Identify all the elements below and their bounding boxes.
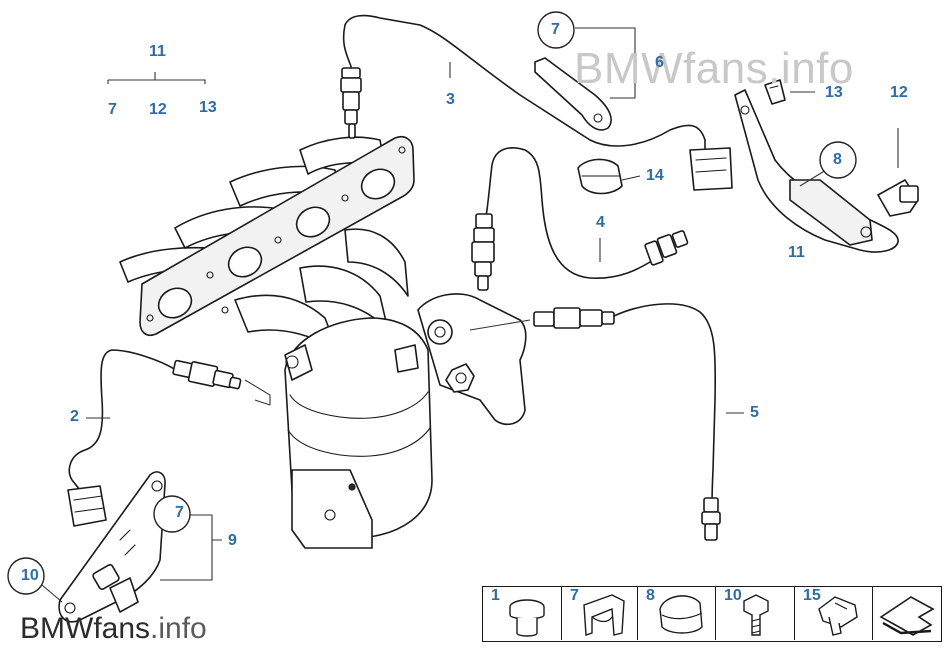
oxygen-sensor-5 xyxy=(469,303,721,541)
legend-item-7[interactable]: 7 xyxy=(562,587,638,640)
callout-7-lower: 7 xyxy=(175,504,184,521)
callout-5: 5 xyxy=(750,404,759,421)
watermark-top: BMWfans.info xyxy=(574,44,854,93)
watermark-bottom-suffix: .info xyxy=(150,612,207,645)
legend-label-8: 8 xyxy=(646,587,655,604)
callout-4: 4 xyxy=(596,214,605,231)
callout-rings xyxy=(7,11,857,595)
callout-14: 14 xyxy=(646,167,664,184)
holder-parts xyxy=(534,57,623,195)
callout-12-group: 12 xyxy=(149,101,167,118)
callout-13-group: 13 xyxy=(199,99,217,116)
callout-7-top: 7 xyxy=(551,21,560,38)
legend-item-15[interactable]: 15 xyxy=(795,587,873,640)
bracket-upper-right xyxy=(734,79,919,253)
callout-2: 2 xyxy=(70,408,79,425)
plug-icon xyxy=(509,599,545,637)
exhaust-manifold xyxy=(119,135,527,549)
legend-item-8[interactable]: 8 xyxy=(638,587,716,640)
callout-11-group: 11 xyxy=(149,43,166,60)
clip-icon xyxy=(818,596,858,636)
oxygen-sensor-4 xyxy=(471,147,689,291)
bracket-lower-left xyxy=(58,471,166,623)
legend-item-arrow[interactable] xyxy=(873,587,940,640)
legend-item-1[interactable]: 1 xyxy=(483,587,562,640)
callout-8: 8 xyxy=(833,151,842,168)
legend-label-10: 10 xyxy=(724,587,742,604)
clamp-icon xyxy=(583,594,625,636)
legend-label-7: 7 xyxy=(570,587,579,604)
arrow-icon xyxy=(879,596,935,636)
callout-10: 10 xyxy=(21,567,39,584)
callout-13-right: 13 xyxy=(825,84,843,101)
callout-9: 9 xyxy=(228,532,237,549)
bolt-icon xyxy=(743,594,769,636)
oxygen-sensor-3 xyxy=(340,14,733,191)
parts-legend: 1 7 8 10 15 xyxy=(482,586,942,642)
callout-3: 3 xyxy=(446,91,455,108)
callout-7-group: 7 xyxy=(108,101,117,118)
watermark-bottom-main: BMWfans xyxy=(20,612,151,645)
watermark-bottom: BMWfans.info xyxy=(20,612,207,646)
oxygen-sensor-2 xyxy=(67,349,271,527)
leader-lines xyxy=(41,27,827,603)
legend-item-10[interactable]: 10 xyxy=(716,587,795,640)
callout-12-right: 12 xyxy=(890,84,908,101)
legend-label-1: 1 xyxy=(491,587,500,604)
callout-11-right: 11 xyxy=(788,244,805,261)
legend-label-15: 15 xyxy=(803,587,821,604)
callout-6: 6 xyxy=(655,54,664,71)
cable-holder-icon xyxy=(659,595,703,634)
